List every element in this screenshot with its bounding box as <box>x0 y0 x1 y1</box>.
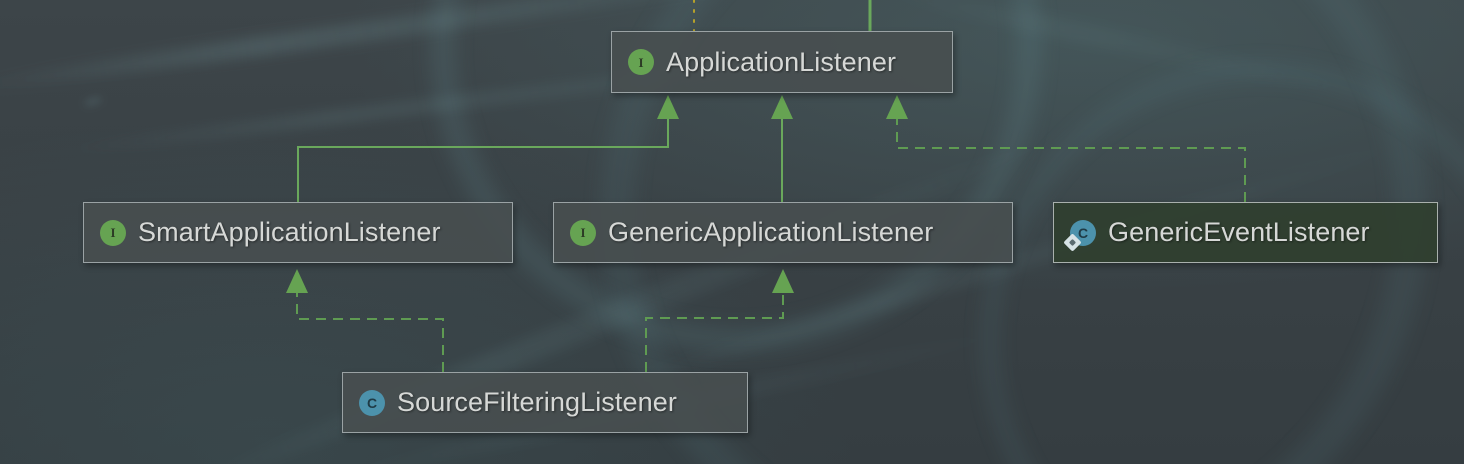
edge-smart-to-application <box>297 95 679 202</box>
edge-sourcefiltering-to-genericapp <box>645 269 794 372</box>
node-label: SourceFilteringListener <box>397 387 677 417</box>
interface-icon: I <box>100 219 126 246</box>
node-generic-application-listener[interactable]: I GenericApplicationListener <box>553 202 1013 263</box>
node-source-filtering-listener[interactable]: C SourceFilteringListener <box>342 372 748 433</box>
edge-genericevent-to-application <box>886 95 1246 202</box>
interface-icon: I <box>628 49 654 75</box>
class-icon: C <box>1063 219 1096 252</box>
node-label: GenericEventListener <box>1108 217 1370 247</box>
class-icon: C <box>359 389 385 416</box>
edge-sourcefiltering-to-smart <box>286 269 444 372</box>
node-label: SmartApplicationListener <box>138 217 441 247</box>
node-label: GenericApplicationListener <box>608 217 934 247</box>
interface-icon: I <box>570 219 596 246</box>
node-application-listener[interactable]: I ApplicationListener <box>611 31 953 93</box>
node-generic-event-listener[interactable]: C GenericEventListener <box>1053 202 1438 263</box>
node-label: ApplicationListener <box>666 46 897 77</box>
node-smart-application-listener[interactable]: I SmartApplicationListener <box>83 202 513 263</box>
edge-genericapp-to-application <box>771 95 793 202</box>
